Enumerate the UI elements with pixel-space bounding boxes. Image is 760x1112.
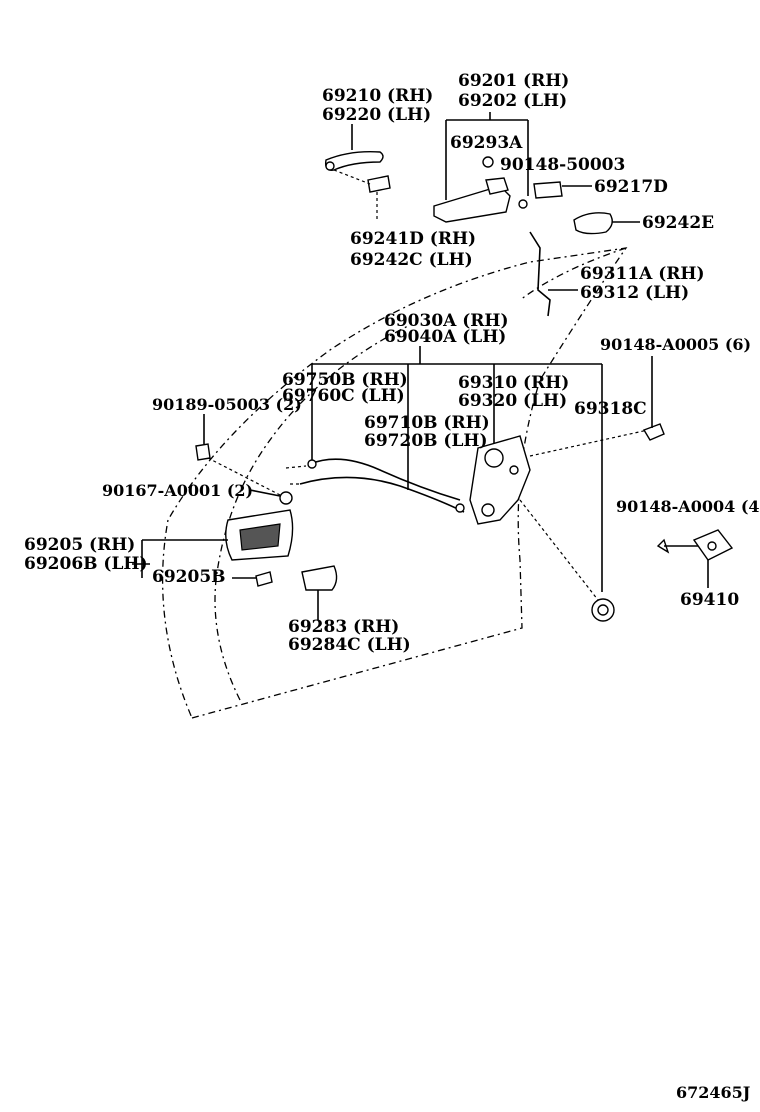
lock-rod-part xyxy=(529,231,578,317)
striker-part xyxy=(692,529,734,588)
lock-assembly-leaders xyxy=(311,346,603,592)
door-lock-part xyxy=(469,429,649,601)
door-outline xyxy=(162,247,628,719)
label-69293a: 69293A xyxy=(450,133,523,153)
diagram-code: 672465J xyxy=(676,1083,750,1102)
label-69760c: 69760C (LH) xyxy=(282,386,405,406)
inside-handle-part xyxy=(132,509,294,578)
label-69241d: 69241D (RH) xyxy=(350,229,476,249)
label-69217d: 69217D xyxy=(594,177,668,197)
label-69410: 69410 xyxy=(680,590,739,610)
label-69030a: 69030A (RH) xyxy=(384,311,509,331)
label-69242e: 69242E xyxy=(642,213,714,233)
label-69320: 69320 (LH) xyxy=(458,391,567,411)
label-69242c: 69242C (LH) xyxy=(350,250,473,270)
fasteners xyxy=(195,356,700,622)
label-90148-a0004: 90148-A0004 (4) xyxy=(616,497,760,516)
label-69720b: 69720B (LH) xyxy=(364,431,488,451)
label-69220: 69220 (LH) xyxy=(322,105,431,125)
label-69312: 69312 (LH) xyxy=(580,283,689,303)
label-69205: 69205 (RH) xyxy=(24,535,135,555)
label-69205b: 69205B xyxy=(152,567,226,587)
label-69310: 69310 (RH) xyxy=(458,373,569,393)
label-90189: 90189-05003 (2) xyxy=(152,395,302,414)
cables xyxy=(285,458,465,513)
label-69206b: 69206B (LH) xyxy=(24,554,148,574)
label-69201: 69201 (RH) xyxy=(458,71,569,91)
label-69040a: 69040A (LH) xyxy=(384,327,506,347)
outside-handle-part xyxy=(324,124,391,222)
label-69284c: 69284C (LH) xyxy=(288,635,411,655)
label-69202: 69202 (LH) xyxy=(458,91,567,111)
bezel-part xyxy=(301,565,338,620)
outside-handle-frame-part xyxy=(433,112,640,235)
label-69750b: 69750B (RH) xyxy=(282,370,408,390)
label-69710b: 69710B (RH) xyxy=(364,413,490,433)
part-labels: 69210 (RH) 69220 (LH) 69201 (RH) 69202 (… xyxy=(24,71,760,1102)
label-69311a: 69311A (RH) xyxy=(580,264,705,284)
label-69318c: 69318C xyxy=(574,399,647,419)
label-90148-50003: 90148-50003 xyxy=(500,155,625,175)
label-69283: 69283 (RH) xyxy=(288,617,399,637)
label-90167: 90167-A0001 (2) xyxy=(102,481,253,500)
label-69210: 69210 (RH) xyxy=(322,86,433,106)
label-90148-a0005: 90148-A0005 (6) xyxy=(600,335,751,354)
